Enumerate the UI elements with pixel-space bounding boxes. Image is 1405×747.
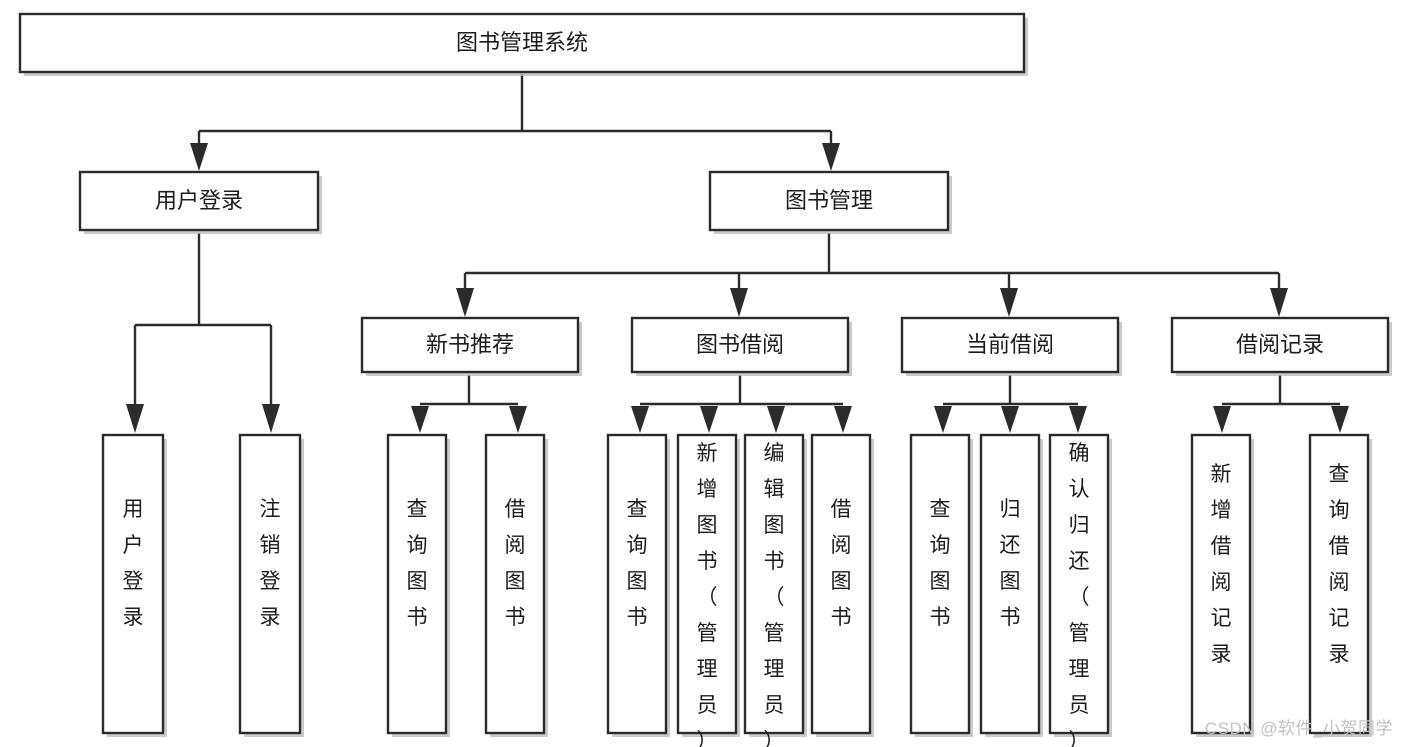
node-new-book-recommend-box[interactable]: [360, 316, 580, 374]
arrow-head-icon: [822, 143, 840, 171]
arrow-head-icon: [767, 406, 785, 433]
arrow-head-icon: [1001, 406, 1019, 433]
arrow-head-icon: [126, 404, 144, 433]
connector-group-new-book: [411, 375, 527, 433]
leaf-box[interactable]: [606, 433, 668, 735]
leaf-label: 新增借阅记录: [1211, 463, 1232, 666]
leaf-box[interactable]: [743, 433, 805, 735]
leaf-node[interactable]: 查询图书: [909, 433, 973, 737]
leaf-node[interactable]: 借阅图书: [810, 433, 874, 737]
leaf-box[interactable]: [1190, 433, 1252, 735]
leaf-box[interactable]: [484, 433, 546, 735]
leaf-node[interactable]: 用户登录: [101, 433, 167, 737]
leaf-box[interactable]: [1308, 433, 1370, 735]
node-borrow-records[interactable]: 借阅记录: [1170, 316, 1392, 376]
leaf-node[interactable]: 新增图书（管理员）: [676, 433, 740, 747]
leaf-node[interactable]: 查询借阅记录: [1308, 433, 1372, 737]
leaf-label: 查询图书: [407, 498, 428, 629]
arrow-head-icon: [730, 288, 748, 317]
arrow-head-icon: [411, 406, 429, 433]
leaf-node[interactable]: 确认归还（管理员）: [1048, 433, 1112, 747]
node-current-borrow[interactable]: 当前借阅: [900, 316, 1122, 376]
node-new-book-recommend-label: 新书推荐: [426, 332, 514, 357]
node-book-manage-label: 图书管理: [785, 188, 873, 213]
arrow-head-icon: [509, 406, 527, 433]
leaf-label: 编辑图书（管理员）: [764, 442, 785, 747]
arrow-head-icon: [1270, 288, 1288, 317]
connector-group-root: [190, 74, 840, 171]
leaf-box[interactable]: [676, 433, 738, 735]
node-book-manage-box[interactable]: [708, 170, 950, 232]
connector-group-borrow-records: [1213, 375, 1349, 433]
leaf-box[interactable]: [1048, 433, 1110, 735]
node-root[interactable]: 图书管理系统: [18, 12, 1028, 76]
leaf-label: 用户登录: [123, 498, 144, 629]
connector-group-current-borrow: [934, 375, 1087, 433]
arrow-head-icon: [1213, 406, 1231, 433]
leaf-box[interactable]: [386, 433, 448, 735]
arrow-head-icon: [1069, 406, 1087, 433]
leaf-box[interactable]: [101, 433, 165, 735]
node-user-login-label: 用户登录: [155, 188, 243, 213]
node-book-manage[interactable]: 图书管理: [708, 170, 952, 234]
arrow-head-icon: [834, 406, 852, 433]
leaf-label: 新增图书（管理员）: [697, 442, 718, 747]
node-book-borrow-box[interactable]: [630, 316, 850, 374]
arrow-head-icon: [190, 143, 208, 171]
node-borrow-records-box[interactable]: [1170, 316, 1390, 374]
arrow-head-icon: [1331, 406, 1349, 433]
leaf-box[interactable]: [979, 433, 1041, 735]
watermark-text: CSDN @软件_小贺同学: [1204, 719, 1393, 738]
leaf-node[interactable]: 注销登录: [238, 433, 304, 737]
leaf-box[interactable]: [238, 433, 302, 735]
leaf-node[interactable]: 新增借阅记录: [1190, 433, 1254, 737]
node-root-box[interactable]: [18, 12, 1026, 74]
leaf-label: 查询借阅记录: [1329, 463, 1350, 666]
node-root-label: 图书管理系统: [456, 30, 588, 55]
node-user-login-box[interactable]: [78, 170, 320, 232]
leaf-box[interactable]: [909, 433, 971, 735]
arrow-head-icon: [262, 404, 280, 433]
leaf-label: 查询图书: [930, 498, 951, 629]
leaf-box[interactable]: [810, 433, 872, 735]
connector-group-book-borrow: [631, 375, 852, 433]
node-current-borrow-box[interactable]: [900, 316, 1120, 374]
node-current-borrow-label: 当前借阅: [966, 332, 1054, 357]
leaf-label: 确认归还（管理员）: [1069, 442, 1090, 747]
connector-group-book-manage: [456, 233, 1288, 317]
arrow-head-icon: [456, 288, 474, 317]
arrow-head-icon: [700, 406, 718, 433]
leaf-label: 借阅图书: [831, 498, 852, 629]
leaf-node[interactable]: 查询图书: [386, 433, 450, 737]
leaf-node[interactable]: 归还图书: [979, 433, 1043, 737]
leaf-label: 查询图书: [627, 498, 648, 629]
node-book-borrow[interactable]: 图书借阅: [630, 316, 852, 376]
arrow-head-icon: [631, 406, 649, 433]
leaf-label: 注销登录: [260, 498, 281, 629]
node-user-login[interactable]: 用户登录: [78, 170, 322, 234]
leaf-label: 归还图书: [1000, 498, 1021, 629]
arrow-head-icon: [934, 406, 952, 433]
arrow-head-icon: [1000, 288, 1018, 317]
node-new-book-recommend[interactable]: 新书推荐: [360, 316, 582, 376]
leaf-node[interactable]: 编辑图书（管理员）: [743, 433, 807, 747]
node-borrow-records-label: 借阅记录: [1236, 332, 1324, 357]
leaf-node[interactable]: 借阅图书: [484, 433, 548, 737]
connector-group-user-login: [126, 233, 280, 433]
leaf-label: 借阅图书: [505, 498, 526, 629]
leaf-node[interactable]: 查询图书: [606, 433, 670, 737]
node-book-borrow-label: 图书借阅: [696, 332, 784, 357]
